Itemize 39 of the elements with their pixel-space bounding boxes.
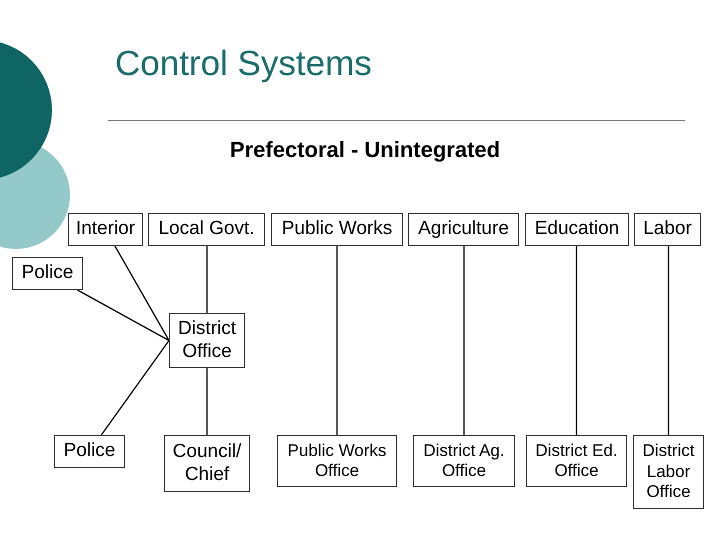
connector-line bbox=[668, 246, 670, 435]
org-box bbox=[271, 213, 403, 246]
org-box bbox=[164, 435, 250, 492]
box-label: District Labor Office bbox=[642, 441, 696, 503]
connector-line bbox=[576, 246, 578, 435]
connector-line bbox=[114, 246, 170, 341]
org-box bbox=[54, 435, 125, 468]
connector-line bbox=[77, 289, 170, 342]
connector-line bbox=[206, 246, 208, 313]
box-label: District Office bbox=[176, 318, 238, 364]
org-box bbox=[148, 213, 265, 246]
org-box bbox=[526, 435, 627, 487]
org-box bbox=[68, 213, 143, 246]
org-box bbox=[408, 213, 519, 246]
org-box bbox=[633, 435, 704, 509]
box-label: Council/ Chief bbox=[172, 440, 242, 486]
org-box bbox=[169, 313, 245, 368]
connector-line bbox=[206, 368, 208, 435]
box-label: Local Govt. bbox=[158, 218, 255, 241]
org-box bbox=[525, 213, 629, 246]
connector-line bbox=[463, 246, 465, 435]
slide-title: Control Systems bbox=[115, 44, 372, 84]
box-label: District Ed. Office bbox=[534, 440, 619, 482]
box-label: Police bbox=[22, 262, 74, 285]
box-label: Agriculture bbox=[418, 218, 509, 241]
org-box bbox=[634, 213, 701, 246]
box-label: Interior bbox=[76, 218, 136, 241]
connector-line bbox=[100, 340, 170, 436]
box-label: Police bbox=[64, 440, 116, 463]
box-label: Education bbox=[534, 218, 620, 241]
org-box bbox=[12, 257, 83, 290]
box-label: Public Works Office bbox=[286, 440, 388, 482]
org-box bbox=[413, 435, 515, 487]
connector-line bbox=[336, 246, 338, 435]
box-label: Labor bbox=[643, 218, 692, 241]
chart-heading: Prefectoral - Unintegrated bbox=[228, 137, 502, 163]
box-label: Public Works bbox=[282, 218, 392, 241]
org-box bbox=[277, 435, 397, 487]
box-label: District Ag. Office bbox=[422, 440, 506, 482]
